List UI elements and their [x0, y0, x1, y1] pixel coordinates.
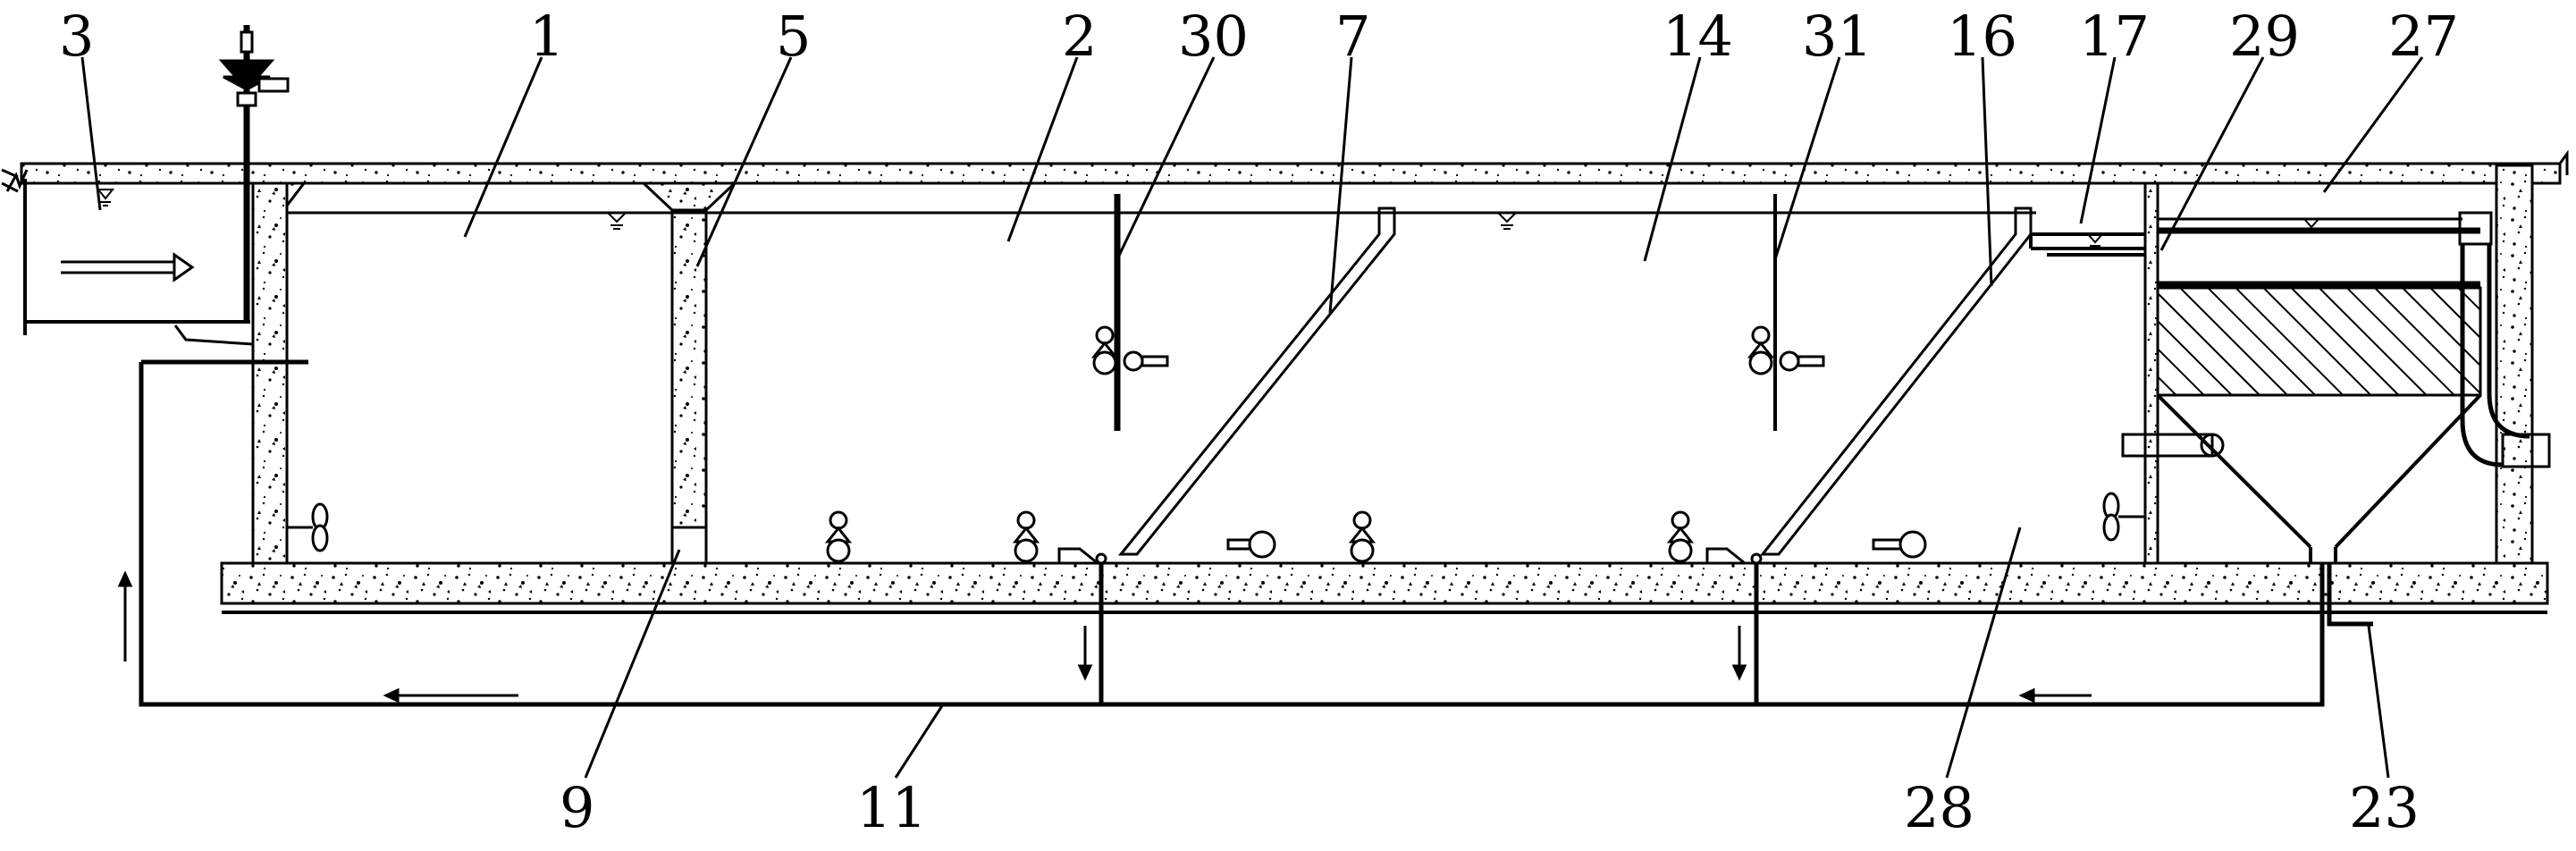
return-pipe-11 [139, 359, 2373, 707]
callout-28: 28 [1904, 775, 1974, 840]
callout-9: 9 [560, 775, 594, 840]
inlet-wall [251, 181, 289, 565]
aerator-icon [824, 510, 853, 563]
callout-3: 3 [59, 4, 94, 69]
effluent-pipe [2460, 244, 2551, 468]
inlet-wall-corbel [285, 181, 307, 210]
base-slab [220, 561, 2549, 605]
aerator-icon [1747, 325, 1775, 375]
aerator-icon [1666, 510, 1695, 563]
partition-wall-5 [670, 181, 708, 529]
pump-icon [1872, 530, 1927, 559]
inclined-tube-settler [2156, 227, 2482, 397]
aerator-icon [1012, 510, 1040, 563]
callout-17: 17 [2079, 4, 2150, 69]
sludge-outlet [1705, 547, 1763, 565]
pump-icon [1123, 350, 1169, 372]
aerator-icon [1348, 510, 1376, 563]
callout-11: 11 [856, 775, 927, 840]
wall-opening-9 [670, 526, 708, 565]
callout-23: 23 [2349, 775, 2420, 840]
propeller-mixer-icon [287, 502, 329, 552]
partition-wall-corbel [640, 181, 738, 212]
collection-trough-17 [2029, 232, 2145, 257]
callout-30: 30 [1178, 4, 1249, 69]
leader-lines [80, 56, 2424, 779]
callout-29: 29 [2229, 4, 2300, 69]
flow-arrow-icon [1731, 626, 1747, 681]
roof-slab [20, 162, 2562, 185]
sludge-outlet [1057, 547, 1107, 565]
settling-tank-left-wall [2143, 181, 2159, 565]
callout-5: 5 [776, 4, 811, 69]
recycle-pipe-inlet-bend [173, 324, 254, 346]
settler-inlet-pipe [2121, 433, 2225, 458]
propeller-mixer-icon [2102, 492, 2145, 542]
callout-27: 27 [2388, 4, 2459, 69]
inclined-baffle-7 [1117, 206, 1396, 556]
roof-right-end [2558, 149, 2569, 175]
sludge-hopper [2156, 393, 2482, 563]
flow-arrow-icon [2018, 687, 2092, 704]
flow-arrow-icon [117, 570, 133, 661]
water-level-icon [96, 189, 2321, 247]
aerator-icon [1090, 325, 1119, 375]
pump-icon [1226, 530, 1276, 559]
valve-icon [218, 25, 290, 322]
callout-14: 14 [1663, 4, 1733, 69]
pump-icon [1779, 350, 1825, 372]
flow-arrow-icon [383, 687, 518, 704]
callout-16: 16 [1947, 4, 2017, 69]
flow-arrow-icon [61, 252, 195, 282]
callout-2: 2 [1062, 4, 1097, 69]
roof-break-mark [5, 169, 29, 192]
callout-31: 31 [1802, 4, 1873, 69]
settling-tank-right-wall [2495, 164, 2534, 565]
callout-1: 1 [529, 4, 564, 69]
callout-7: 7 [1335, 4, 1370, 69]
flow-arrow-icon [1077, 626, 1093, 681]
inclined-baffle-16 [1759, 206, 2033, 556]
inlet-channel [1, 168, 250, 335]
